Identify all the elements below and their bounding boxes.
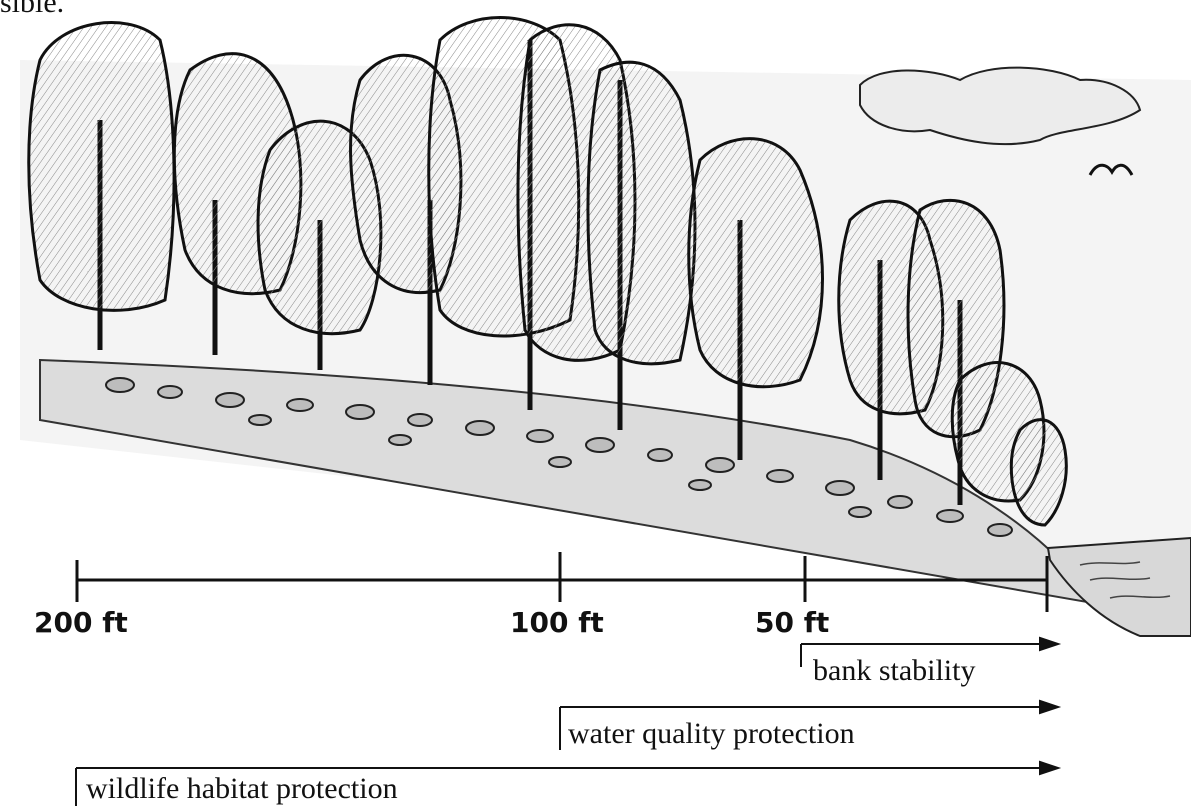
band-label-water-quality: water quality protection xyxy=(568,717,855,751)
scale-label-50ft: 50 ft xyxy=(755,606,829,639)
scale-label-100ft: 100 ft xyxy=(510,606,604,639)
band-label-bank-stability: bank stability xyxy=(813,654,975,688)
scale-label-200ft: 200 ft xyxy=(34,606,128,639)
band-label-wildlife-habitat: wildlife habitat protection xyxy=(86,772,398,806)
